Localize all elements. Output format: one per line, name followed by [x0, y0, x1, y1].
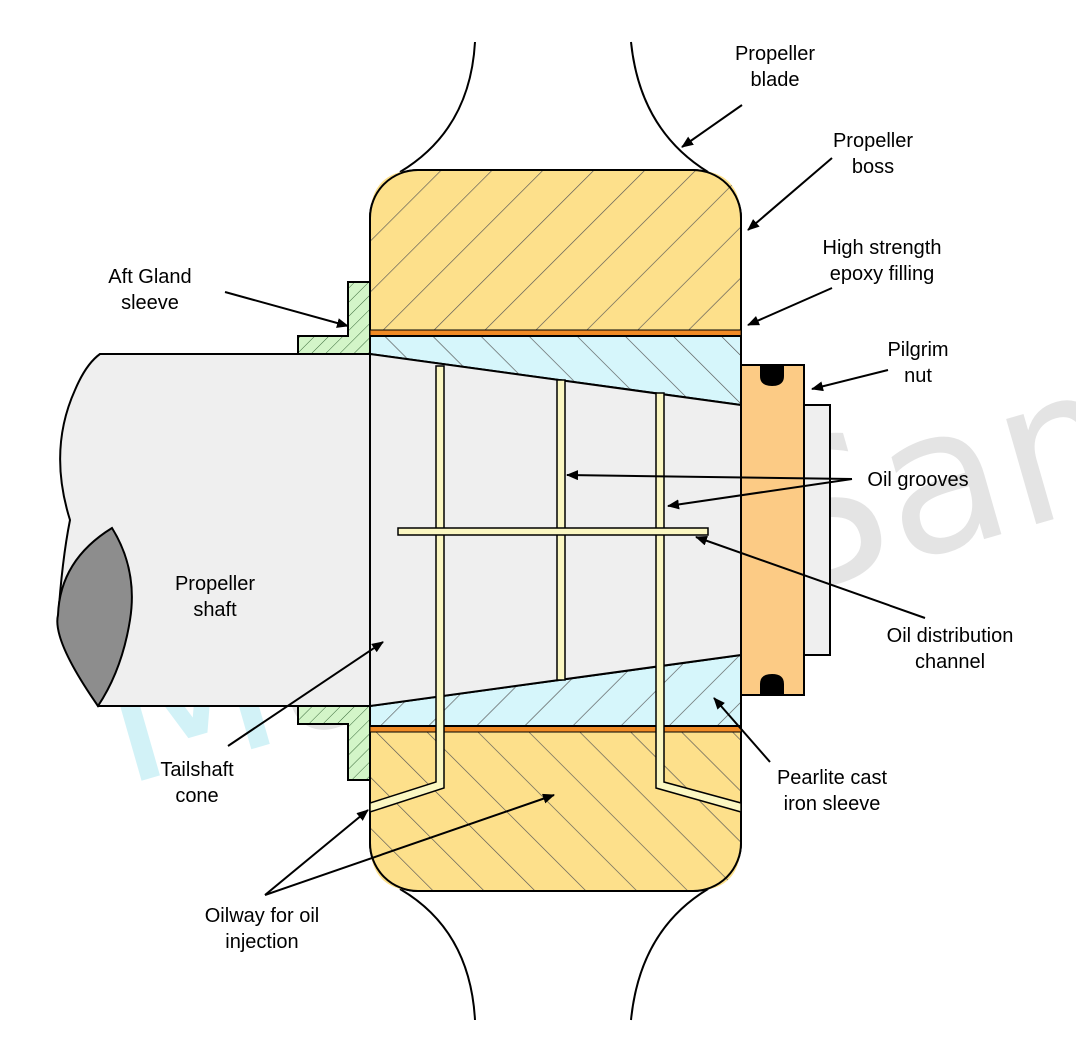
propeller-shaft [56, 353, 371, 708]
label-oil-grooves: Oil grooves [867, 469, 968, 491]
pilgrim-nut [740, 364, 831, 696]
oil-distribution-channel [397, 527, 709, 536]
propeller-blade-curves [399, 41, 709, 1021]
shaft-cut-end [56, 526, 133, 708]
label-arrows [224, 104, 926, 896]
